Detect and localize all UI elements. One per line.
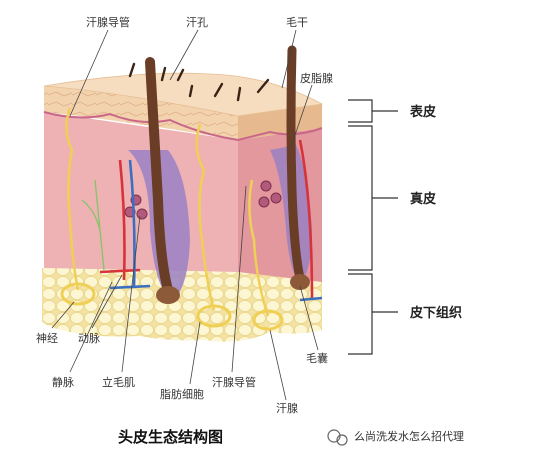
label-sweat-pore: 汗孔 [186,16,208,29]
watermark: 么尚洗发水怎么招代理 [327,429,464,446]
label-hair-follicle: 毛囊 [306,351,328,365]
skin-surface [43,72,324,117]
label-sweat-duct-top: 汗腺导管 [86,15,130,29]
hair-follicle-left [128,57,190,304]
leader-lines [51,29,319,401]
label-sebaceous-gland: 皮脂腺 [300,71,333,85]
label-sweat-duct-bottom: 汗腺导管 [212,375,256,389]
label-artery: 动脉 [78,331,100,345]
label-hair-shaft: 毛干 [286,16,308,29]
label-arrector-pili: 立毛肌 [102,375,135,389]
label-sweat-gland: 汗腺 [276,401,298,415]
label-fat-cell: 脂肪细胞 [160,387,204,401]
hair-strands [128,62,270,102]
layer-label-dermis: 真皮 [410,191,436,207]
subcutaneous-fat-layer [42,268,322,342]
wechat-icon [327,429,348,446]
layer-brackets [348,99,398,355]
epidermis-layer [44,86,238,140]
label-nerve: 神经 [36,331,58,345]
layer-label-epidermis: 表皮 [409,104,436,120]
sweat-ducts [65,107,270,317]
blood-vessels [99,139,323,302]
sweat-glands [60,282,284,331]
hair-follicle-right [270,45,312,290]
layer-label-subcutaneous: 皮下组织 [409,305,462,321]
label-vein: 静脉 [52,375,74,389]
watermark-text: 么尚洗发水怎么招代理 [354,429,464,443]
nerves [81,179,105,271]
diagram-title: 头皮生态结构图 [118,428,223,446]
